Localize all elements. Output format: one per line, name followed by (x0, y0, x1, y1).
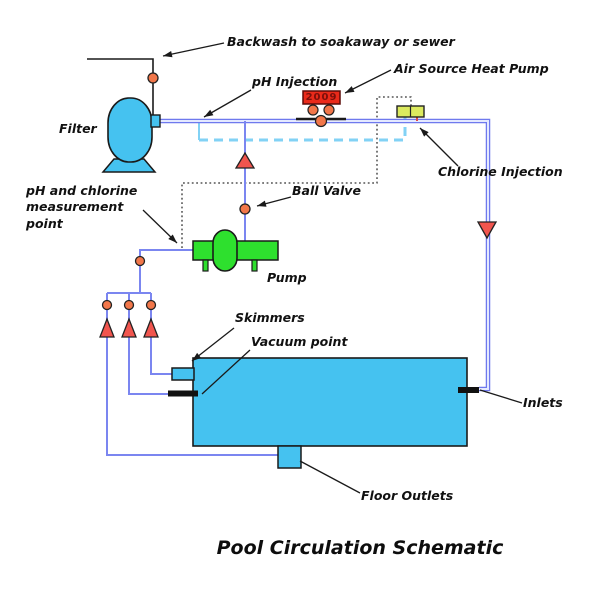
backwash-pipe (87, 58, 154, 115)
floor-outlet-pipe (106, 293, 278, 456)
label-backwash: Backwash to soakaway or sewer (227, 34, 455, 49)
backwash-valve-circle (147, 72, 159, 84)
label-chlorine-injection: Chlorine Injection (438, 164, 563, 179)
branch-check-valve-triangle (99, 317, 115, 338)
backwash-leader-line (162, 42, 225, 57)
label-filter: Filter (59, 121, 97, 136)
heat-pump-port-circle (323, 104, 335, 116)
filter-base (101, 158, 157, 173)
measurement-valve-circle (134, 255, 146, 267)
label-ball-valve: Ball Valve (292, 183, 361, 198)
label-ph-injection: pH Injection (252, 74, 338, 89)
vacuum-leader-line (201, 349, 251, 395)
heat-pump-valve-circle (314, 114, 328, 128)
label-floor-outlets: Floor Outlets (361, 488, 454, 503)
branch-check-valve-triangle (121, 317, 137, 338)
branch-check-valve-triangle (143, 317, 159, 338)
check-valve-up-triangle (234, 151, 256, 169)
vacuum-port-bar (168, 390, 198, 397)
pump-leg-right (251, 259, 258, 272)
label-vacuum-point: Vacuum point (251, 334, 348, 349)
heat-pump-port-circle (307, 104, 319, 116)
diagram-title: Pool Circulation Schematic (216, 537, 504, 559)
inlet-port-bar (458, 387, 479, 393)
floor-outlet-sump (277, 445, 302, 469)
ball-valve-circle (239, 203, 251, 215)
label-air-source-heat-pump: Air Source Heat Pump (394, 61, 549, 76)
filter-outlet-port (150, 114, 161, 128)
branch-valve-circle (123, 299, 135, 311)
label-inlets: Inlets (523, 395, 563, 410)
branch-valve-circle (145, 299, 157, 311)
heat-pump-unit (302, 90, 341, 105)
label-measurement-point: pH and chlorine measurement point (26, 183, 138, 231)
skimmers-arrowhead (192, 352, 202, 361)
heat-pump-arrowhead (345, 86, 355, 93)
inlets-leader-line (479, 389, 523, 404)
branch-valve-circle (101, 299, 113, 311)
heat-pump-display-text: 2009 (305, 92, 338, 103)
check-valve-down-triangle (476, 221, 498, 240)
measurement-arrowhead (168, 234, 177, 243)
label-pump: Pump (267, 270, 307, 285)
ball-valve-arrowhead (257, 200, 267, 207)
chlorine-arrowhead (420, 128, 429, 137)
pump-motor (212, 229, 238, 272)
ph-injection-leader-line (203, 89, 252, 118)
filter-vessel (107, 97, 153, 163)
pump-suction-pipe (139, 249, 193, 293)
pool (192, 357, 468, 447)
label-skimmers: Skimmers (235, 310, 305, 325)
backwash-arrowhead (163, 50, 173, 58)
dosing-line-dashed (199, 117, 407, 142)
pump-leg-left (202, 259, 209, 272)
floor-outlets-leader-line (299, 460, 361, 494)
ph-injection-arrowhead (204, 109, 214, 117)
control-signal-line-dotted (181, 96, 412, 248)
skimmer-port (171, 367, 195, 381)
